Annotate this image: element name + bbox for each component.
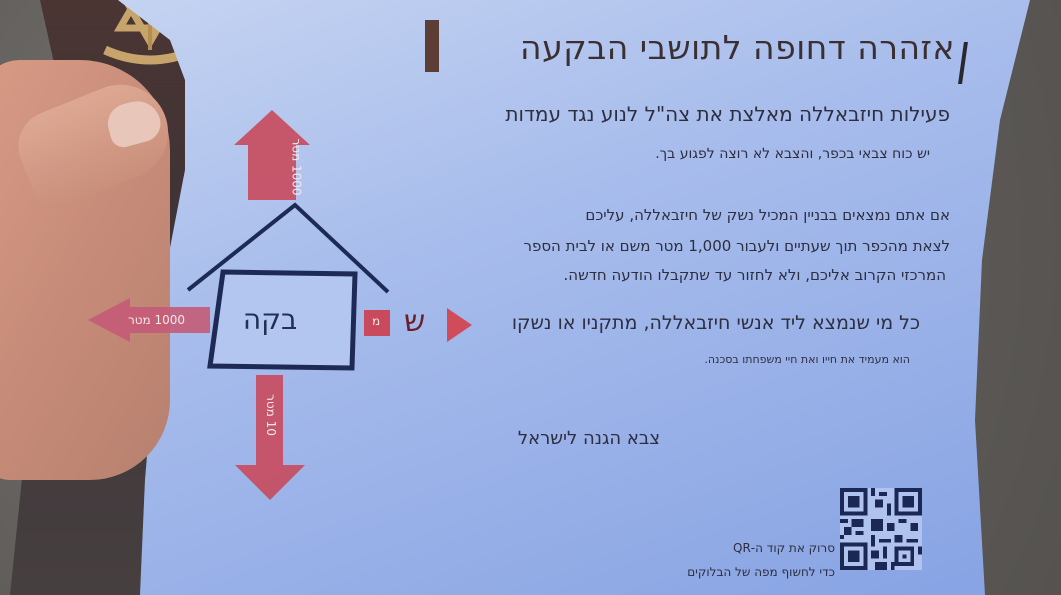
arrow-right-letter: ש bbox=[404, 304, 426, 339]
house-label: בקה bbox=[242, 303, 298, 336]
leaflet-title: אזהרה דחופה לתושבי הבקעה bbox=[520, 28, 955, 67]
arrow-right-label: מ bbox=[372, 314, 381, 328]
evacuation-diagram bbox=[88, 110, 472, 500]
qr-instruction-line1: סרוק את קוד ה-QR bbox=[733, 541, 835, 555]
signature: צבא הגנה לישראל bbox=[517, 428, 660, 449]
arrow-left-icon bbox=[88, 298, 210, 342]
house-icon bbox=[186, 202, 390, 371]
arrow-up-label: 1000 מטר bbox=[289, 138, 304, 196]
paragraph1-sub: יש כוח צבאי בכפר, והצבא לא רוצה לפגוע בך… bbox=[655, 146, 930, 162]
paragraph3-heading: כל מי שנמצא ליד אנשי חיזבאללה, מתקניו או… bbox=[511, 312, 920, 334]
paragraph2-line3: המרכזי הקרוב אליכם, ולא לחזור עד שתקבלו … bbox=[563, 266, 946, 284]
qr-instruction-line2: כדי לחשוף מפה של הבלוקים bbox=[687, 565, 835, 579]
arrow-left-label: 1000 מטר bbox=[128, 313, 186, 327]
paragraph3-sub: הוא מעמיד את חייו ואת חיי משפחתו בסכנה. bbox=[704, 353, 910, 366]
arrow-right-icon bbox=[364, 308, 472, 342]
arrow-down-label: 10 מטר bbox=[263, 394, 278, 436]
arrow-down-icon bbox=[235, 375, 305, 500]
qr-code-icon[interactable] bbox=[840, 488, 922, 570]
arrow-up-icon bbox=[234, 110, 310, 200]
paragraph2-line2: לצאת מהכפר תוך שעתיים ולעבור 1,000 מטר מ… bbox=[523, 237, 950, 255]
title-accent-bar bbox=[425, 20, 439, 72]
paragraph1-heading: פעילות חיזבאללה מאלצת את צה"ל לנוע נגד ע… bbox=[505, 102, 950, 126]
paragraph2-line1: אם אתם נמצאים בבניין המכיל נשק של חיזבאל… bbox=[585, 206, 950, 224]
